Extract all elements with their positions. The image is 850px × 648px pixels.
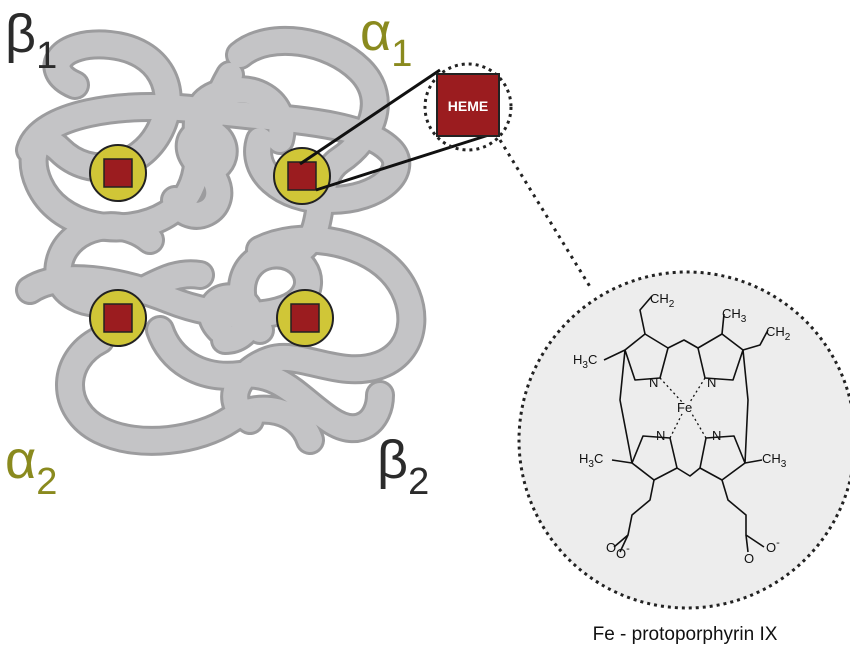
svg-text:N: N	[649, 375, 658, 390]
heme-zoom: HEME	[423, 62, 513, 152]
svg-text:N: N	[707, 375, 716, 390]
zoom-callout-lines	[299, 68, 496, 192]
heme-zoom-label: HEME	[448, 98, 488, 114]
label-alpha1: α1	[360, 2, 412, 75]
svg-text:H3C: H3C	[579, 451, 603, 470]
svg-text:CH3: CH3	[722, 306, 747, 325]
molecule-caption: Fe - protoporphyrin IX	[593, 624, 778, 645]
svg-text:O-: O-	[616, 543, 630, 561]
svg-text:CH2: CH2	[650, 291, 675, 310]
heme-site-alpha2	[89, 289, 147, 347]
label-beta2: β2	[377, 430, 429, 503]
fe-coordination-bonds	[659, 377, 707, 439]
svg-text:N: N	[712, 428, 721, 443]
svg-text:Fe: Fe	[677, 400, 692, 415]
svg-text:O-: O-	[766, 537, 780, 555]
molecule-zoom-circle	[517, 270, 850, 610]
svg-text:O: O	[606, 540, 616, 555]
zoom-dotted-connector	[498, 139, 594, 291]
heme-zoom-square	[436, 73, 500, 137]
heme-site-alpha1	[273, 147, 331, 205]
molecule-labels: CH2 CH3 CH2 H3C H3C CH3 N N N N Fe O O- …	[573, 291, 791, 566]
heme-site-beta2	[276, 289, 334, 347]
svg-text:CH2: CH2	[766, 324, 791, 343]
heme-site-beta1	[89, 144, 147, 202]
svg-text:N: N	[656, 428, 665, 443]
protein-tetramer	[15, 25, 427, 456]
protoporphyrin-structure	[603, 295, 769, 553]
label-beta1: β1	[5, 4, 57, 77]
label-alpha2: α2	[5, 430, 57, 503]
svg-text:O: O	[744, 551, 754, 566]
svg-text:CH3: CH3	[762, 451, 787, 470]
svg-text:H3C: H3C	[573, 352, 597, 371]
heme-zoom-circle	[423, 62, 513, 152]
heme-groups	[89, 144, 334, 347]
